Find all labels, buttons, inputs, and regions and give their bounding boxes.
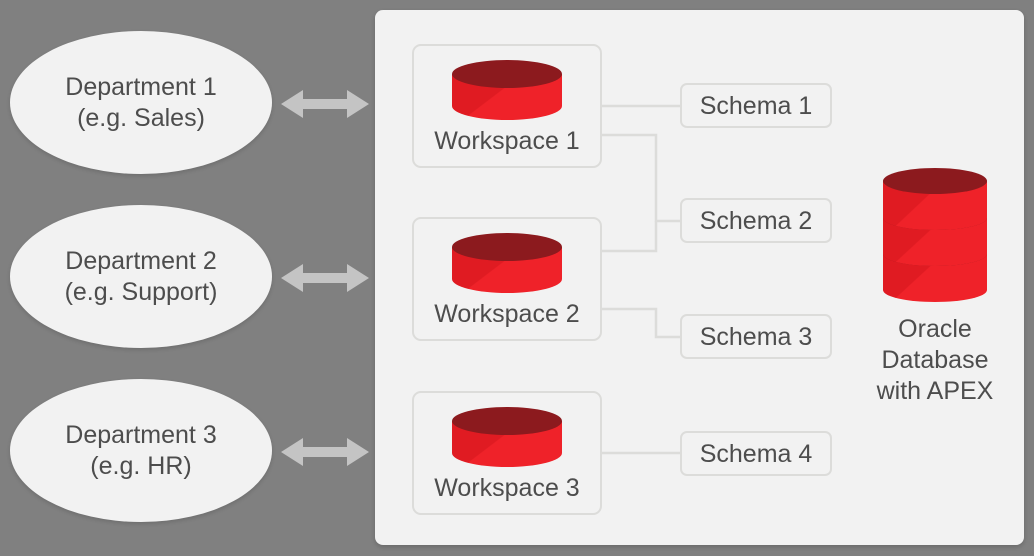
- oracle-caption-line-3: with APEX: [876, 377, 994, 405]
- oracle-caption-line-1: Oracle: [898, 315, 972, 343]
- oracle-database-group: Oracle Database with APEX: [861, 162, 1009, 414]
- schema-box-1[interactable]: Schema 1: [680, 83, 832, 128]
- schema-box-3[interactable]: Schema 3: [680, 314, 832, 359]
- oracle-database-caption: Oracle Database with APEX: [877, 314, 994, 407]
- workspace-box-3[interactable]: Workspace 3: [412, 391, 602, 515]
- database-cylinder-icon: [452, 60, 562, 120]
- workspace-box-1[interactable]: Workspace 1: [412, 44, 602, 168]
- schema-label: Schema 4: [699, 439, 813, 468]
- schema-label: Schema 2: [699, 206, 813, 235]
- stacked-database-cylinder-icon: [883, 168, 987, 302]
- workspace-label: Workspace 3: [434, 474, 580, 502]
- database-cylinder-icon: [452, 233, 562, 293]
- schema-box-4[interactable]: Schema 4: [680, 431, 832, 476]
- department-name: Department 1: [65, 72, 217, 101]
- department-example: (e.g. Sales): [77, 103, 205, 132]
- bidirectional-arrow-icon: [281, 90, 369, 118]
- department-ellipse-1: Department 1 (e.g. Sales): [10, 31, 272, 174]
- database-cylinder-icon: [452, 407, 562, 467]
- department-example: (e.g. HR): [90, 451, 192, 480]
- department-ellipse-2: Department 2 (e.g. Support): [10, 205, 272, 348]
- schema-box-2[interactable]: Schema 2: [680, 198, 832, 243]
- workspace-label: Workspace 1: [434, 127, 580, 155]
- connector-ws2-schema2: [602, 221, 658, 253]
- department-example: (e.g. Support): [64, 277, 218, 306]
- department-ellipse-3: Department 3 (e.g. HR): [10, 379, 272, 522]
- bidirectional-arrow-icon: [281, 438, 369, 466]
- schema-label: Schema 1: [699, 91, 813, 120]
- oracle-caption-line-2: Database: [881, 346, 989, 374]
- department-name: Department 2: [65, 246, 217, 275]
- schema-label: Schema 3: [699, 322, 813, 351]
- workspace-box-2[interactable]: Workspace 2: [412, 217, 602, 341]
- database-panel: Workspace 1 Workspace 2: [375, 10, 1024, 545]
- connector-ws1-schema2: [602, 133, 680, 223]
- connector-ws2-schema3: [602, 307, 680, 339]
- workspace-label: Workspace 2: [434, 300, 580, 328]
- department-name: Department 3: [65, 420, 217, 449]
- bidirectional-arrow-icon: [281, 264, 369, 292]
